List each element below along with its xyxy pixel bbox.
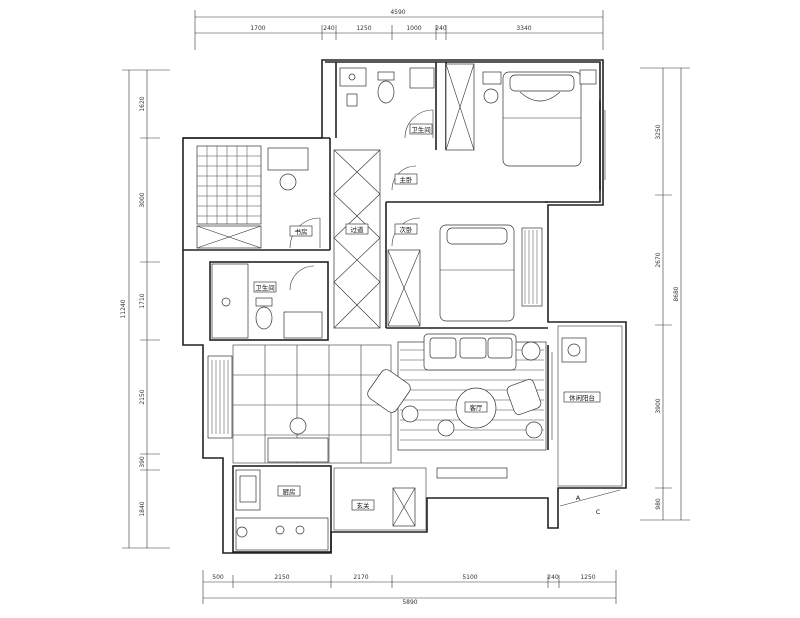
top-seg-5: 240 — [435, 25, 447, 32]
room-label-bathroom-1: 卫生间 — [411, 125, 431, 134]
second-bedroom: 次卧 主卧 — [385, 165, 548, 329]
left-seg-6: 1840 — [139, 501, 146, 516]
room-label-bedroom-2: 次卧 — [400, 225, 414, 234]
living-room: 客厅 — [367, 333, 553, 479]
left-seg-1: 1620 — [139, 96, 146, 111]
bottom-seg-2: 2150 — [274, 574, 289, 581]
right-total-dim: 8680 — [673, 286, 680, 301]
top-total-dim: 4590 — [390, 9, 405, 16]
top-seg-6: 3340 — [516, 25, 531, 32]
kitchen: 厨房 — [232, 465, 332, 553]
right-seg-2: 2670 — [655, 252, 662, 267]
study: 书房 — [183, 137, 331, 251]
room-label-living: 客厅 — [470, 403, 484, 412]
room-label-study: 书房 — [295, 227, 308, 236]
right-seg-4: 980 — [655, 498, 662, 510]
dining-area — [207, 344, 392, 464]
bottom-total-dim: 5890 — [402, 599, 417, 606]
top-bathroom: 卫生间 — [335, 62, 437, 150]
top-seg-3: 1250 — [356, 25, 371, 32]
room-label-bedroom-1: 主卧 — [400, 175, 414, 184]
marker-c: C — [596, 508, 601, 516]
room-label-entry: 玄关 — [357, 501, 371, 510]
bottom-seg-6: 1250 — [580, 574, 595, 581]
room-label-kitchen: 厨房 — [283, 487, 296, 496]
left-seg-3: 1710 — [139, 293, 146, 308]
study-rug — [196, 145, 262, 225]
marker-a: A — [576, 494, 581, 502]
right-seg-1: 3250 — [655, 124, 662, 139]
left-dimension-chain: 11240 1620 3000 1710 2150 390 1840 — [120, 69, 170, 549]
corridor: 过道 — [333, 149, 381, 329]
toilet-2 — [255, 306, 273, 330]
right-seg-3: 3900 — [655, 398, 662, 413]
room-label-cabinet: 衣柜 — [430, 305, 444, 314]
left-seg-5: 390 — [139, 456, 146, 468]
bottom-seg-5: 240 — [547, 574, 559, 581]
bottom-seg-4: 5100 — [462, 574, 477, 581]
lower-bathroom: 卫生间 — [209, 261, 329, 341]
toilet — [377, 80, 395, 104]
balcony: 休闲阳台 A C — [557, 325, 623, 516]
room-label-bathroom-2: 卫生间 — [255, 283, 275, 292]
bottom-seg-3: 2170 — [353, 574, 368, 581]
left-seg-2: 3000 — [139, 192, 146, 207]
bottom-seg-1: 500 — [212, 574, 224, 581]
master-bed — [502, 71, 582, 167]
second-bed — [439, 224, 515, 322]
room-label-corridor: 过道 — [351, 225, 365, 234]
top-seg-4: 1000 — [406, 25, 421, 32]
room-label-balcony: 休闲阳台 — [569, 393, 595, 402]
top-seg-2: 240 — [323, 25, 335, 32]
entry: 玄关 — [333, 467, 427, 531]
right-dimension-chain: 8680 3250 2670 3900 980 — [640, 67, 690, 521]
master-bedroom — [445, 62, 606, 190]
top-dimension-chain: 4590 1700 240 1250 1000 240 3340 — [194, 9, 604, 50]
left-total-dim: 11240 — [120, 299, 127, 318]
bottom-dimension-chain: 500 2150 2170 5100 240 1250 5890 — [202, 570, 617, 606]
left-seg-4: 2150 — [139, 389, 146, 404]
cabinet: 衣柜 — [430, 305, 444, 314]
top-seg-1: 1700 — [250, 25, 265, 32]
